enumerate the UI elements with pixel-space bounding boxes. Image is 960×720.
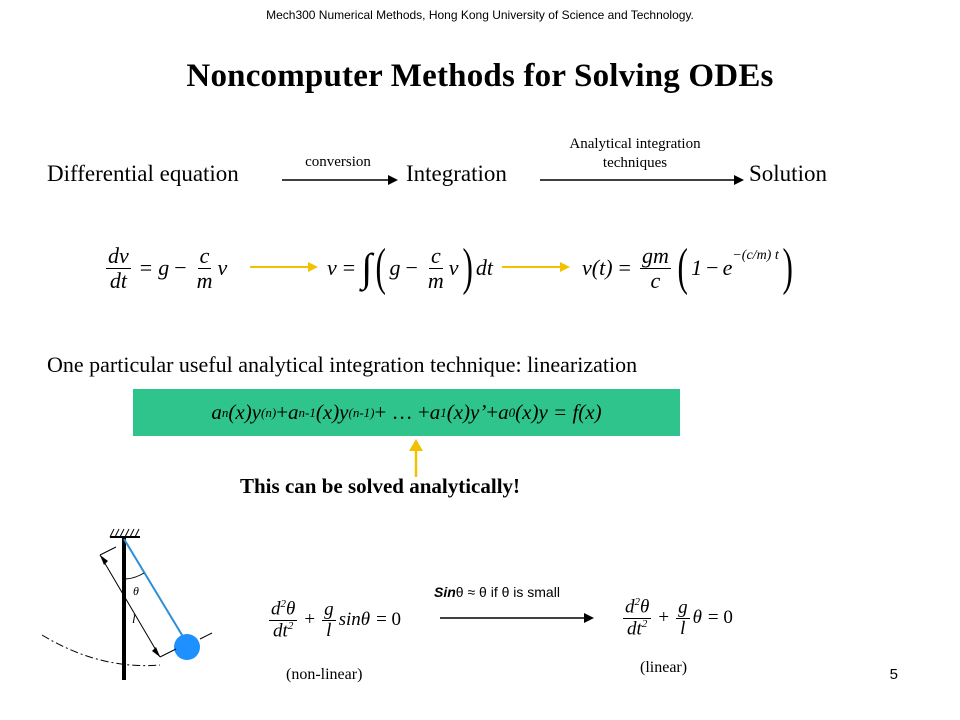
l-sq1: 2 — [634, 596, 641, 609]
eq3-one: 1 — [691, 255, 703, 280]
eq2-minus: − — [405, 255, 418, 280]
eq3-equals: = — [618, 255, 631, 280]
plus-2: + … + — [374, 400, 430, 424]
eq1-equals: = — [139, 255, 153, 280]
eq2-v: v — [327, 255, 337, 280]
eq2-m: m — [427, 267, 444, 293]
eq3-c: c — [650, 267, 661, 293]
flow-step-integration: Integration — [406, 161, 507, 186]
plus-3: + — [486, 400, 499, 424]
eq2-v2: v — [448, 255, 459, 280]
nl-dt: dt — [273, 619, 288, 641]
nl-eq0: = 0 — [376, 609, 402, 630]
eq1-dv: dv — [106, 243, 131, 269]
plus-1: + — [276, 400, 289, 424]
eq2-dt: dt — [475, 255, 494, 280]
nl-sq2: 2 — [287, 619, 294, 632]
left-paren: ( — [375, 239, 387, 296]
length-label: l — [132, 611, 136, 626]
l-eq0: = 0 — [707, 607, 733, 628]
nl-sq1: 2 — [280, 598, 287, 611]
term-3: (x)y’ — [446, 400, 487, 424]
coef-an-sub: n — [221, 404, 229, 420]
flow-step-differential-equation: Differential equation — [47, 161, 239, 186]
flow-step-solution: Solution — [749, 161, 827, 186]
coef-a1: a — [429, 400, 441, 424]
coef-a1-sub: 1 — [440, 404, 447, 420]
eq2-g: g — [389, 255, 401, 280]
coef-a0-sub: 0 — [508, 404, 516, 420]
eq1-minus: − — [174, 255, 187, 280]
eq3-gm: gm — [639, 243, 671, 269]
l-sq2: 2 — [641, 617, 648, 630]
nl-d: d — [271, 598, 281, 620]
right-paren: ) — [462, 239, 473, 296]
coef-a0: a — [498, 400, 509, 424]
small-angle-approx-label: Sinθ ≈ θ if θ is small — [434, 584, 560, 600]
analytical-techniques-line2: techniques — [602, 155, 668, 171]
l-theta2: θ — [692, 607, 702, 628]
l-d: d — [625, 596, 635, 618]
approx-sin: Sin — [434, 584, 456, 600]
eq1-m: m — [196, 267, 213, 293]
conversion-label: conversion — [305, 154, 371, 170]
eq2-c: c — [428, 243, 443, 269]
l-plus: + — [658, 607, 670, 628]
nl-plus: + — [304, 609, 316, 630]
eq1-dt: dt — [109, 267, 127, 293]
eq1-c: c — [197, 243, 212, 269]
nonlinear-tag: (non-linear) — [286, 666, 363, 683]
linear-tag: (linear) — [640, 659, 688, 676]
nl-theta2: θ — [360, 609, 371, 630]
eq1-g: g — [158, 255, 170, 280]
sol-right-paren: ) — [782, 239, 793, 296]
term-2-order: (n-1) — [348, 404, 375, 420]
eq3-exponent: −(c/m) t — [732, 248, 779, 263]
nl-theta: θ — [286, 598, 296, 620]
approx-rest: θ ≈ θ if θ is small — [455, 584, 560, 600]
term-4: (x)y = f(x) — [515, 400, 602, 424]
analytical-techniques-line1: Analytical integration — [569, 136, 701, 152]
integral-sign: ∫ — [361, 245, 373, 290]
eq3-e: e — [722, 255, 733, 280]
linearization-intro: One particular useful analytical integra… — [47, 352, 638, 377]
l-dt: dt — [627, 617, 642, 639]
conversion-arrow — [282, 175, 398, 185]
l-g: g — [676, 596, 690, 619]
l-l: l — [680, 617, 686, 639]
integration-arrow — [540, 175, 744, 185]
solvable-note: This can be solved analytically! — [240, 474, 521, 498]
page-title: Noncomputer Methods for Solving ODEs — [186, 58, 774, 94]
nl-g: g — [322, 598, 336, 621]
term-1-order: (n) — [261, 404, 277, 420]
eq3-lhs: v(t) — [582, 255, 613, 280]
example-arrow-2 — [502, 262, 570, 272]
term-2: (x)y — [315, 400, 349, 424]
eq3-minus: − — [706, 255, 719, 280]
theta-label: θ — [133, 584, 139, 598]
term-1: (x)y — [228, 400, 262, 424]
l-theta: θ — [640, 596, 650, 618]
eq1-v: v — [217, 255, 228, 280]
linearization-arrow — [440, 613, 594, 623]
coef-an1: a — [288, 400, 299, 424]
yellow-up-arrow — [409, 439, 423, 477]
nl-l: l — [326, 619, 332, 641]
nl-sin: sin — [338, 609, 361, 630]
example-arrow-1 — [250, 262, 318, 272]
eq2-equals: = — [342, 255, 356, 280]
page-number: 5 — [889, 666, 898, 683]
course-header: Mech300 Numerical Methods, Hong Kong Uni… — [266, 8, 694, 22]
coef-an: a — [211, 400, 222, 424]
analytical-techniques-label: Analytical integration techniques — [535, 135, 735, 173]
coef-an1-sub: n-1 — [298, 404, 316, 420]
pendulum-diagram: θ l — [41, 528, 213, 680]
sol-left-paren: ( — [677, 239, 688, 296]
